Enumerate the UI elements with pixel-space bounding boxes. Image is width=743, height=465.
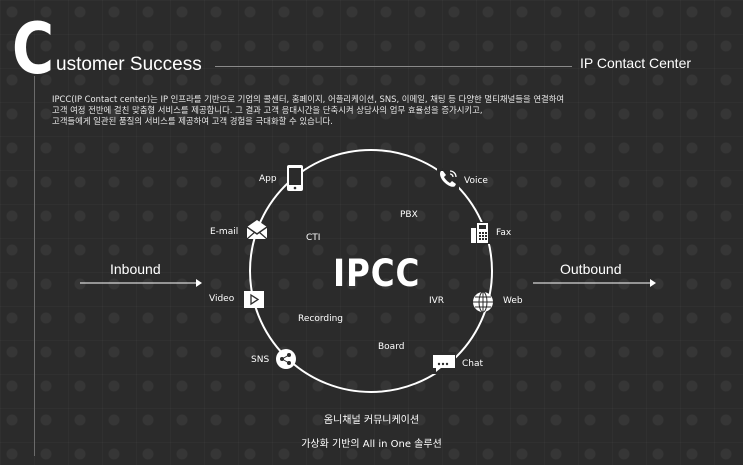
- share-network-icon: [276, 349, 296, 369]
- page-subtitle: IP Contact Center: [580, 55, 692, 71]
- mobile-phone-icon: [287, 165, 303, 191]
- description-line: 고객들에게 일관된 품질의 서비스를 제공하여 고객 경험을 극대화할 수 있습…: [52, 116, 333, 126]
- outbound-arrowhead: [650, 279, 656, 287]
- channel-label-fax: Fax: [496, 228, 512, 238]
- description: IPCC(IP Contact center)는 IP 인프라를 기반으로 기업…: [52, 94, 692, 127]
- function-label-recording: Recording: [298, 314, 344, 324]
- channel-label-chat: Chat: [462, 359, 484, 369]
- envelope-icon: [246, 220, 268, 240]
- header-divider: [215, 66, 572, 67]
- left-rule: [34, 76, 35, 456]
- globe-icon: [473, 291, 493, 313]
- page-title: ustomer Success: [56, 54, 202, 75]
- channel-label-web: Web: [503, 296, 523, 306]
- tagline-line-2: 가상화 기반의 All in One 솔루션: [301, 439, 442, 450]
- ipcc-ring: [249, 149, 493, 393]
- channel-label-video: Video: [209, 294, 235, 304]
- tagline-line-1: 옴니채널 커뮤니케이션: [323, 415, 420, 426]
- function-label-cti: CTI: [306, 233, 321, 243]
- function-label-board: Board: [378, 342, 405, 352]
- channel-label-app: App: [259, 174, 277, 184]
- diagram-center-label: IPCC: [333, 252, 421, 295]
- inbound-label: Inbound: [110, 261, 161, 277]
- channel-label-email: E-mail: [210, 227, 239, 237]
- function-label-pbx: PBX: [400, 210, 418, 220]
- channel-label-sns: SNS: [251, 355, 270, 365]
- description-line: 고객 여정 전반에 걸친 맞춤형 서비스를 제공합니다. 그 결과 고객 응대시…: [52, 105, 483, 115]
- channel-label-voice: Voice: [464, 176, 488, 186]
- function-label-ivr: IVR: [429, 296, 445, 306]
- video-play-icon: [244, 291, 264, 308]
- phone-handset-icon: [437, 168, 459, 190]
- description-line: IPCC(IP Contact center)는 IP 인프라를 기반으로 기업…: [52, 94, 565, 104]
- fax-machine-icon: [470, 222, 490, 244]
- chat-bubble-icon: [432, 352, 456, 374]
- outbound-label: Outbound: [560, 261, 622, 277]
- inbound-arrowhead: [196, 279, 202, 287]
- header-big-letter: C: [12, 8, 55, 90]
